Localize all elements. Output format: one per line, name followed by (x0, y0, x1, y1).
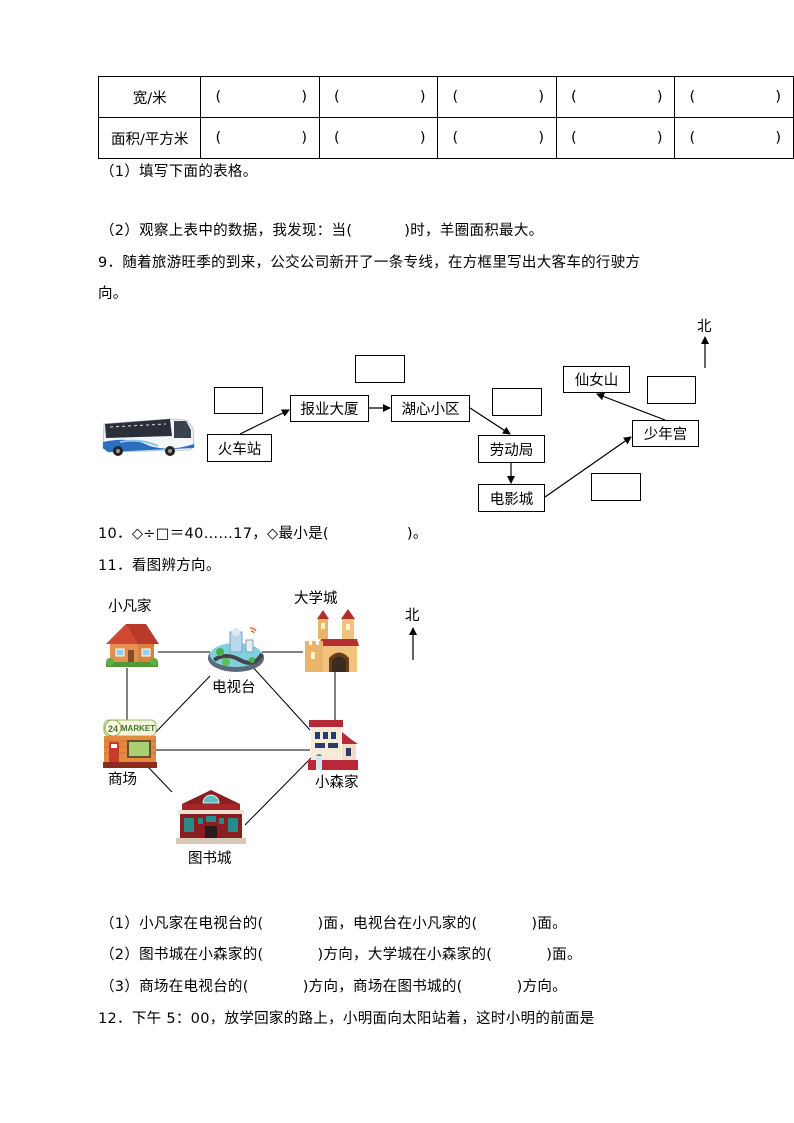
line-shangchang-tushu (147, 766, 173, 793)
q11-q1-suffix: )面。 (531, 916, 567, 932)
station-xiannv: 仙女山 (563, 366, 630, 393)
q11-q2-suffix: )面。 (546, 947, 582, 963)
q8-part2-suffix: )时，羊圈面积最大。 (404, 223, 544, 239)
direction-answer-box[interactable] (492, 388, 542, 416)
q11-question-1: （1）小凡家在电视台的( )面，电视台在小凡家的( )面。 (100, 915, 567, 933)
q11-question-3: （3）商场在电视台的( )方向，商场在图书城的( )方向。 (100, 978, 567, 996)
paren-open: ( (452, 89, 459, 105)
table-row-area: 面积/平方米 () () () () () (97, 117, 794, 159)
paren-open: ( (333, 89, 340, 105)
house-icon (104, 622, 160, 668)
label-xiaosen: 小森家 (315, 775, 359, 791)
q11-question-2: （2）图书城在小森家的( )方向，大学城在小森家的( )面。 (100, 946, 582, 964)
paren-close: ) (775, 130, 781, 146)
answer-cell[interactable]: () (318, 76, 439, 118)
tv-station-icon (206, 626, 266, 676)
q11-q3-mid: )方向，商场在图书城的( (302, 979, 463, 995)
station-baoye: 报业大厦 (290, 395, 369, 422)
paren-close: ) (656, 130, 663, 146)
row-header-area: 面积/平方米 (97, 117, 202, 159)
direction-answer-box[interactable] (591, 473, 641, 501)
paren-open: ( (689, 130, 696, 146)
q11-q1-mid: )面，电视台在小凡家的( (317, 916, 478, 932)
market-sign-word: MARKET (121, 724, 155, 733)
q10: 10．◇÷□＝40……17，◇最小是( )。 (98, 525, 428, 543)
q9-line2: 向。 (98, 286, 128, 302)
paren-close: ) (538, 130, 544, 146)
q11-title: 11．看图辨方向。 (98, 558, 221, 574)
house-icon (308, 720, 358, 770)
paren-open: ( (215, 130, 222, 146)
paren-close: ) (419, 89, 426, 105)
q11-q3-prefix: （3）商场在电视台的( (100, 979, 249, 995)
paren-open: ( (452, 130, 459, 146)
station-laodong: 劳动局 (478, 435, 545, 463)
q11-q3-suffix: )方向。 (516, 979, 567, 995)
paren-close: ) (656, 89, 663, 105)
row-header-width: 宽/米 (97, 76, 202, 118)
q10-prefix: 10．◇÷□＝40……17，◇最小是( (98, 526, 329, 542)
q11-north-label: 北 (405, 608, 420, 624)
paren-open: ( (215, 89, 222, 105)
line-dianshitai-shangchang (154, 675, 211, 734)
paren-close: ) (775, 89, 781, 105)
q9-line1: 9．随着旅游旺季的到来，公交公司新开了一条专线，在方框里写出大客车的行驶方 (98, 255, 641, 271)
q11-q2-mid: )方向，大学城在小森家的( (317, 947, 493, 963)
library-icon (176, 788, 246, 844)
castle-icon (301, 609, 361, 673)
answer-cell[interactable]: () (200, 117, 320, 159)
table-row-width: 宽/米 () () () () () (97, 76, 794, 118)
direction-answer-box[interactable] (214, 387, 263, 414)
answer-cell[interactable]: () (200, 76, 320, 118)
station-shaonian: 少年宫 (632, 420, 699, 447)
station-dianying: 电影城 (478, 484, 545, 512)
q11-q1-prefix: （1）小凡家在电视台的( (100, 916, 264, 932)
label-dianshitai: 电视台 (212, 680, 256, 696)
market-icon: 24 MARKET (103, 718, 157, 768)
line-tushu-xiaosen (244, 757, 312, 826)
answer-cell[interactable]: () (555, 76, 676, 118)
area-table: 宽/米 () () () () () 面积/平方米 () () () () () (97, 76, 794, 159)
q8-part1: （1）填写下面的表格。 (100, 164, 258, 180)
paren-open: ( (570, 130, 577, 146)
answer-cell[interactable]: () (555, 117, 676, 159)
market-sign-number: 24 (108, 724, 118, 734)
label-daxuecheng: 大学城 (294, 591, 338, 607)
paren-close: ) (301, 130, 307, 146)
label-xiaofan: 小凡家 (108, 599, 152, 615)
q10-suffix: )。 (406, 526, 428, 542)
station-huxin: 湖心小区 (391, 395, 470, 422)
paren-close: ) (301, 89, 307, 105)
paren-close: ) (538, 89, 544, 105)
answer-cell[interactable]: () (674, 76, 794, 118)
direction-answer-box[interactable] (647, 376, 696, 404)
q8-part2-prefix: （2）观察上表中的数据，我发现：当( (100, 223, 353, 239)
direction-answer-box[interactable] (355, 355, 405, 383)
station-huochezhan: 火车站 (207, 434, 272, 462)
answer-cell[interactable]: () (437, 76, 557, 118)
paren-close: ) (419, 130, 426, 146)
answer-cell[interactable]: () (318, 117, 439, 159)
q11-q2-prefix: （2）图书城在小森家的( (100, 947, 264, 963)
q9-north-label: 北 (697, 319, 712, 335)
label-tushucheng: 图书城 (188, 851, 232, 867)
answer-cell[interactable]: () (437, 117, 557, 159)
label-shangchang: 商场 (108, 772, 137, 788)
q8-part2: （2）观察上表中的数据，我发现：当( )时，羊圈面积最大。 (100, 222, 543, 240)
paren-open: ( (689, 89, 696, 105)
answer-cell[interactable]: () (674, 117, 794, 159)
paren-open: ( (570, 89, 577, 105)
bus-image (100, 414, 196, 458)
paren-open: ( (333, 130, 340, 146)
q12: 12．下午 5：00，放学回家的路上，小明面向太阳站着，这时小明的前面是 (98, 1011, 595, 1027)
